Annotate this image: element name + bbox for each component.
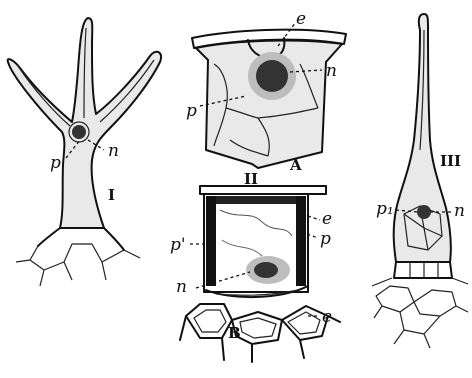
figure-i-label-p: p xyxy=(50,153,61,173)
figure-i-stellate-hair xyxy=(8,18,161,286)
figure-i-nucleus xyxy=(72,125,86,139)
figure-iii-label-p1: p₁ xyxy=(376,199,394,219)
figure-i-label-n: n xyxy=(108,141,119,161)
figure-i-numeral: I xyxy=(108,186,115,204)
figure-iib-label-p: p xyxy=(320,229,331,249)
figure-iib-cell xyxy=(180,186,340,362)
figure-iib-label-e-bottom: e xyxy=(322,307,332,327)
figure-iia-letter: A xyxy=(289,156,302,174)
figure-iii-nucleus xyxy=(417,205,431,219)
figure-iib-label-p-prime: p' xyxy=(170,235,186,255)
figure-iia-label-n: n xyxy=(326,61,337,81)
figure-iii-numeral: III xyxy=(440,152,461,170)
figure-iib-label-e-top: e xyxy=(322,209,332,229)
figure-iia-cell xyxy=(192,22,346,168)
figure-iib-letter: B xyxy=(228,324,241,342)
figure-iia-label-p: p xyxy=(186,101,197,121)
figure-iii-tapering-hair xyxy=(372,14,468,348)
figure-iia-label-e: e xyxy=(296,9,306,29)
figure-iii-label-n: n xyxy=(454,201,465,221)
figure-iib-label-n: n xyxy=(176,277,187,297)
